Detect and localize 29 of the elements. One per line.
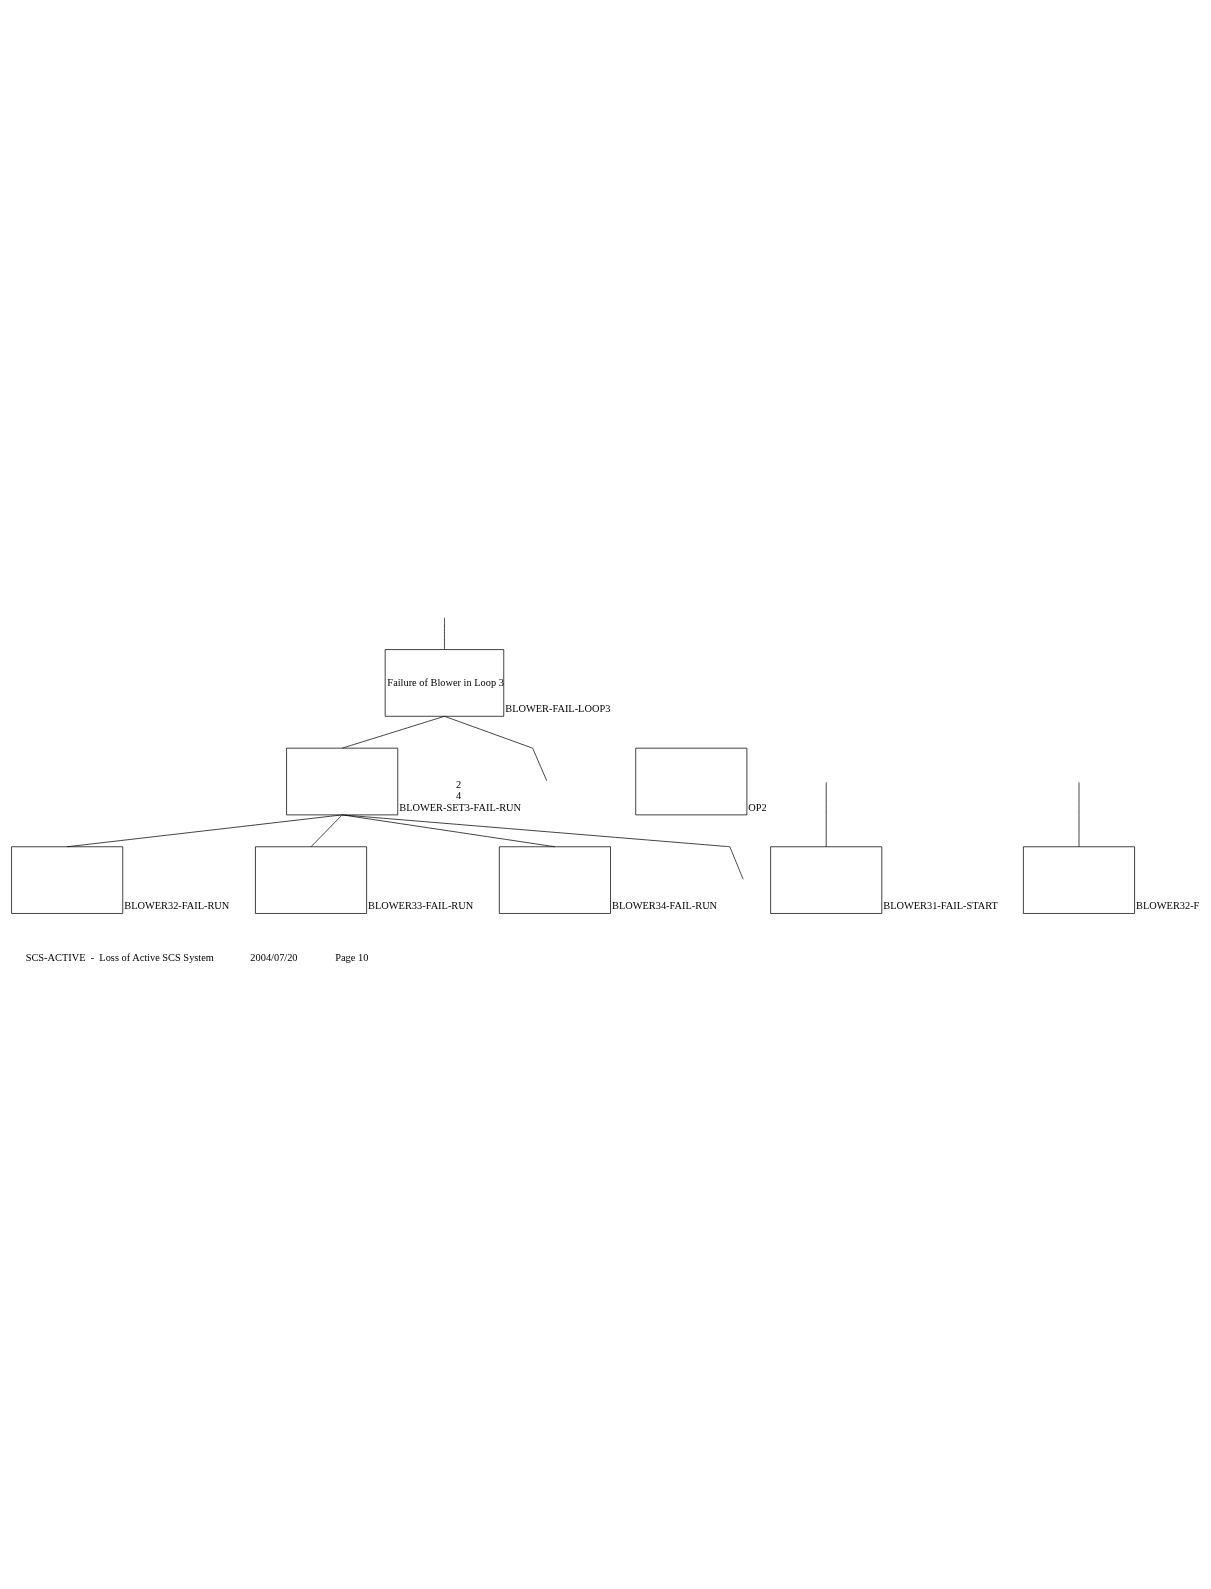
connector [825,781,827,848]
node-label: 4 [455,790,462,802]
connector [310,814,343,848]
connector [66,814,343,848]
label: 2004/07/20 [250,952,298,964]
node-label: BLOWER33-FAIL-RUN [368,900,474,912]
label: SCS-ACTIVE - Loss of Active SCS System [25,952,214,964]
node-box [286,747,399,816]
node-box: Failure of Blower in Loop 3 [384,649,505,717]
node-label: 2 [455,779,462,791]
node-box [1023,846,1135,914]
connector [444,715,548,782]
node-box [770,846,883,914]
node-box [635,747,748,816]
connector [341,715,445,749]
node-label: BLOWER-FAIL-LOOP3 [505,703,611,714]
node-label: BLOWER32-F [1136,900,1200,912]
node-box [498,846,611,914]
node-box [11,846,124,914]
connector [341,814,744,880]
node-label: BLOWER32-FAIL-RUN [124,900,230,912]
label: Page 10 [335,952,369,964]
connector [444,617,445,650]
node-label: OP2 [748,801,767,813]
node-label: BLOWER34-FAIL-RUN [611,900,718,912]
connector [1078,781,1080,848]
node-label: BLOWER31-FAIL-START [883,900,998,912]
node-label: BLOWER-SET3-FAIL-RUN [399,801,522,813]
node-box [255,846,367,914]
